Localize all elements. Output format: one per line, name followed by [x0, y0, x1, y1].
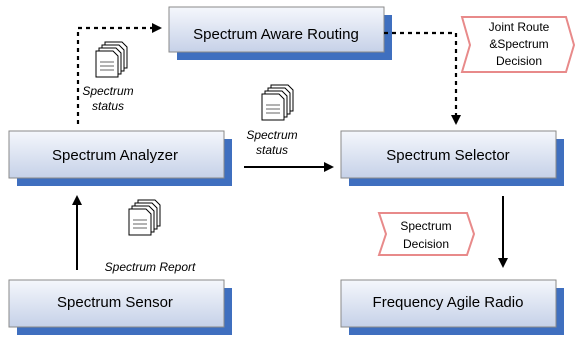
routing-label: Spectrum Aware Routing: [193, 26, 359, 43]
dashed-arrow-analyzer-to-routing: [76, 23, 162, 124]
left-status-line1: Spectrum: [82, 84, 133, 98]
tag-joint-route-spectrum-decision: Joint Route &Spectrum Decision: [460, 16, 576, 73]
joint-tag-line2: &Spectrum: [489, 37, 548, 51]
radio-label: Frequency Agile Radio: [373, 294, 524, 311]
document-stack-icon-middle: [261, 84, 294, 121]
box-spectrum-sensor: Spectrum Sensor: [8, 279, 232, 335]
report-label: Spectrum Report: [105, 260, 196, 274]
decision-tag-line2: Decision: [403, 237, 449, 251]
document-stack-icon-left: [95, 41, 128, 78]
sensor-label: Spectrum Sensor: [57, 294, 173, 311]
joint-tag-line3: Decision: [496, 54, 542, 68]
box-spectrum-analyzer: Spectrum Analyzer: [8, 130, 232, 186]
box-spectrum-selector: Spectrum Selector: [340, 130, 564, 186]
document-stack-icon-report: [128, 199, 161, 236]
joint-tag-line1: Joint Route: [489, 20, 550, 34]
tag-spectrum-decision: Spectrum Decision: [377, 212, 476, 256]
decision-tag-line1: Spectrum: [400, 219, 451, 233]
left-status-line2: status: [92, 99, 124, 113]
box-frequency-agile-radio: Frequency Agile Radio: [340, 279, 564, 335]
mid-status-line2: status: [256, 143, 288, 157]
box-spectrum-aware-routing: Spectrum Aware Routing: [168, 6, 392, 60]
selector-label: Spectrum Selector: [386, 147, 509, 164]
dashed-arrow-routing-to-selector: [384, 31, 461, 125]
mid-status-line1: Spectrum: [246, 128, 297, 142]
analyzer-label: Spectrum Analyzer: [52, 147, 178, 164]
